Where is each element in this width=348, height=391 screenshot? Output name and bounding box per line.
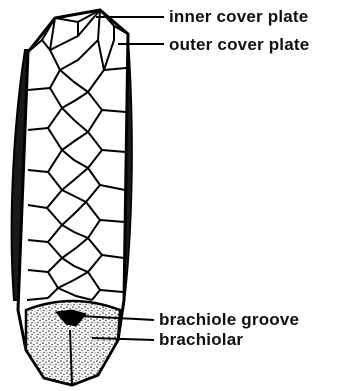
brachiole-groove-label: brachiole groove: [159, 311, 299, 328]
brachiolar-label: brachiolar: [159, 331, 243, 348]
outer-cover-plate-label: outer cover plate: [169, 36, 309, 53]
inner-cover-plate-label: inner cover plate: [169, 8, 308, 25]
